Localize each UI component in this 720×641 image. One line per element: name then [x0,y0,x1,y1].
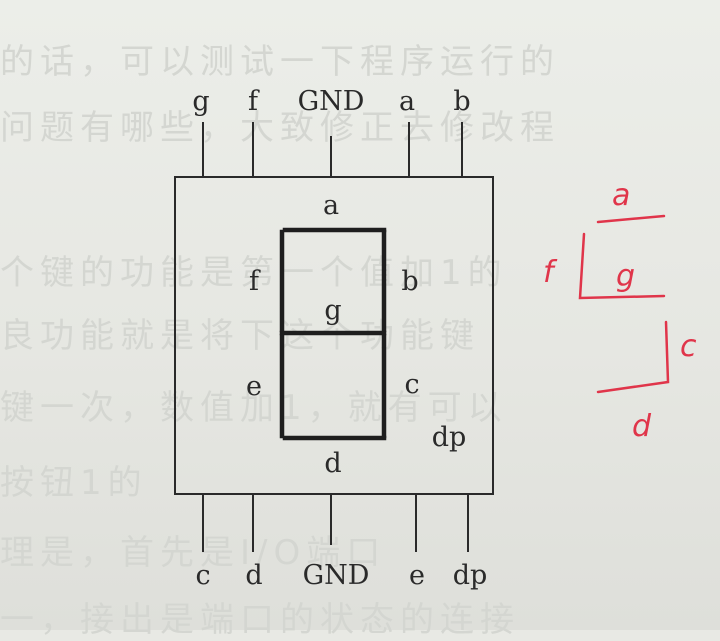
pin-label-top-g: g [192,86,209,117]
red-label-g: g [616,259,635,294]
pin-label-top-a: a [399,86,415,117]
red-label-a: a [612,178,630,213]
red-stroke-f-g [578,232,666,300]
segment-label-b: b [401,266,418,297]
red-label-c: c [680,329,697,364]
pin-label-bottom-e: e [409,560,425,591]
background-text-line: 良功能就是将下这个功能键 [0,316,480,356]
segment-label-g: g [324,295,341,326]
segment-label-dp: dp [432,422,467,453]
pin-label-bottom-c: c [195,560,210,591]
red-label-d: d [632,409,652,444]
pin-label-top-f: f [248,86,260,117]
pin-label-bottom-d: d [245,560,262,591]
segment-label-d: d [324,448,341,479]
handwritten-annotation: a f g c d [543,178,697,444]
segment-label-e: e [246,371,262,402]
red-label-f: f [543,255,558,290]
segment-label-a: a [323,190,339,221]
background-text-line: 个键的功能是第一个值加1的 [0,253,508,293]
red-stroke-c-d [596,320,670,394]
background-text-line: 按钮1的 [0,463,148,503]
segment-label-c: c [404,369,419,400]
background-text-line: 理是，首先是I/O端口 [0,533,387,573]
pin-label-bottom-gnd: GND [303,560,370,591]
background-text-line: 的话，可以测试一下程序运行的 [0,42,560,82]
background-text-line: 键一次，数值加1，就有可以 [0,388,508,428]
pin-label-top-b: b [453,86,470,117]
display-body [174,176,494,495]
pin-label-bottom-dp: dp [453,560,488,591]
red-stroke-a [596,214,666,224]
segment-label-f: f [249,266,261,297]
pin-label-top-gnd: GND [298,86,365,117]
